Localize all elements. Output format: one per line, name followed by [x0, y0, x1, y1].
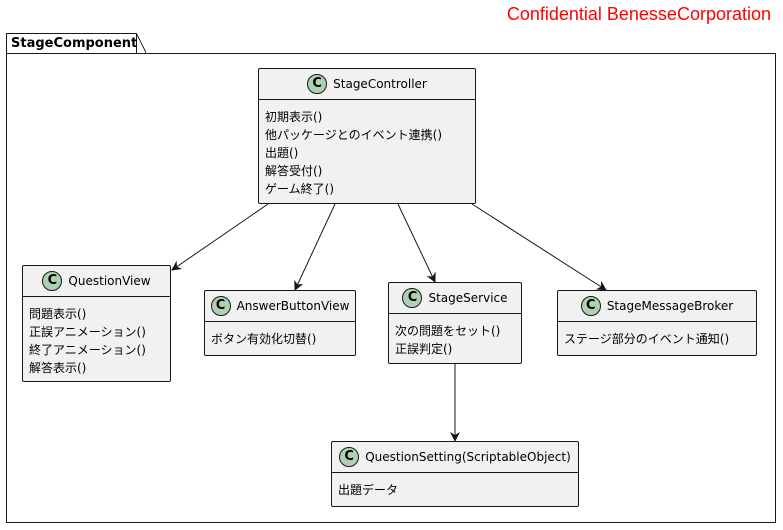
- class-name: StageService: [428, 291, 508, 305]
- confidential-label: Confidential BenesseCorporation: [506, 4, 771, 24]
- package-frame: [6, 53, 776, 523]
- method: 出題(): [265, 146, 299, 160]
- edge-controller-messagebroker: [471, 203, 607, 291]
- class-stage-controller: C StageController 初期表示() 他パッケージとのイベント連携()…: [258, 68, 476, 204]
- class-c-icon: C: [210, 296, 231, 316]
- class-name: QuestionView: [68, 274, 151, 288]
- class-c-icon: C: [580, 296, 601, 316]
- method: 終了アニメーション(): [29, 343, 146, 357]
- method: ゲーム終了(): [265, 182, 335, 196]
- method: 初期表示(): [265, 110, 323, 124]
- method: 正誤判定(): [395, 342, 453, 356]
- class-c-icon: C: [339, 447, 360, 467]
- method: 問題表示(): [29, 307, 87, 321]
- edge-controller-answerbuttonview: [294, 203, 336, 291]
- class-stage-service: C StageService 次の問題をセット() 正誤判定(): [388, 282, 522, 364]
- method: 正誤アニメーション(): [29, 325, 146, 339]
- method: 解答表示(): [29, 361, 87, 375]
- class-name: QuestionSetting(ScriptableObject): [365, 450, 571, 464]
- package-tab: StageComponent: [6, 32, 146, 53]
- edge-controller-questionview: [171, 203, 269, 271]
- method: ステージ部分のイベント通知(): [564, 332, 730, 346]
- class-c-icon: C: [307, 74, 328, 94]
- field: 出題データ: [338, 483, 399, 497]
- class-question-view: C QuestionView 問題表示() 正誤アニメーション() 終了アニメーシ…: [22, 265, 171, 382]
- edge-controller-stageservice: [397, 203, 436, 283]
- class-name: AnswerButtonView: [236, 299, 350, 313]
- class-name: StageMessageBroker: [606, 299, 734, 313]
- class-name: StageController: [333, 77, 427, 91]
- method: 次の問題をセット(): [395, 324, 501, 338]
- class-question-setting: C QuestionSetting(ScriptableObject) 出題データ: [331, 441, 579, 507]
- class-answer-button-view: C AnswerButtonView ボタン有効化切替(): [204, 290, 356, 356]
- method: 解答受付(): [265, 164, 323, 178]
- class-c-icon: C: [402, 288, 423, 308]
- class-stage-message-broker: C StageMessageBroker ステージ部分のイベント通知(): [557, 290, 757, 356]
- class-c-icon: C: [42, 271, 63, 291]
- method: 他パッケージとのイベント連携(): [265, 128, 443, 142]
- method: ボタン有効化切替(): [211, 332, 317, 346]
